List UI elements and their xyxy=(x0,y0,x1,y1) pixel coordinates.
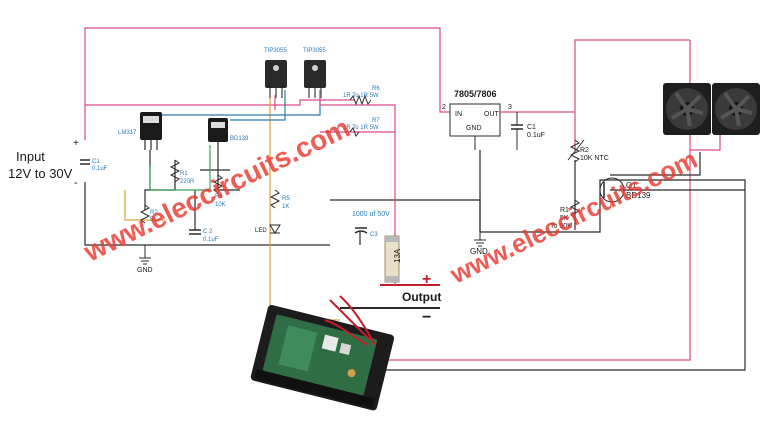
c2-label: C 2 xyxy=(203,229,213,235)
ntc-label: R2 xyxy=(580,147,589,154)
reg-c1-label: C1 xyxy=(527,124,536,131)
q1-label: Q1 xyxy=(626,181,637,190)
fan-right-icon xyxy=(712,83,760,135)
wire-ground xyxy=(84,182,330,246)
fuse-label: 13A xyxy=(393,248,402,263)
wire-tip-resistors xyxy=(274,95,396,285)
pot-value: 5K xyxy=(560,215,569,222)
input-title: Input xyxy=(16,149,45,164)
wire-to-meter-pink xyxy=(380,40,691,361)
wire-bd139 xyxy=(200,140,240,191)
pot-range: To 50K xyxy=(550,223,572,230)
pot-label: R1 xyxy=(560,207,569,214)
reg-pin-in: 2 xyxy=(442,104,446,111)
bd139-driver: BD139 R4 10K xyxy=(208,118,249,208)
output-stage: 1000 uf 50V C3 13A + Output − xyxy=(352,211,441,326)
reg-name: 7805/7806 xyxy=(454,89,497,99)
wire-top-rail xyxy=(85,99,355,106)
led-indicator: R5 1K LED xyxy=(255,189,290,234)
led-label: LED xyxy=(255,228,267,234)
input-plus: + xyxy=(73,138,79,149)
cooling-fans xyxy=(663,83,760,135)
wire-blue-a xyxy=(155,90,321,116)
meter-wires xyxy=(324,295,376,346)
output-cap-label: 1000 uf 50V xyxy=(352,211,390,218)
bd139-label: BD139 xyxy=(230,136,249,142)
wire-input-positive xyxy=(84,27,450,140)
reg-c1-value: 0.1uF xyxy=(527,132,545,139)
input-range: 12V to 30V xyxy=(8,166,73,181)
reg-gnd: GND xyxy=(466,125,482,132)
lm317-regulator: LM317 R1 220R R2 5K C 2 0.1uF GND xyxy=(118,112,219,274)
r4-label: R4 xyxy=(215,194,223,200)
watermark-2: www.eleccircuits.com xyxy=(445,144,702,290)
lm317-label: LM317 xyxy=(118,130,137,136)
gnd-right-label: GND xyxy=(470,247,488,256)
tip-right-label: TIP3055 xyxy=(303,48,326,54)
reg-pin-out: 3 xyxy=(508,104,512,111)
power-transistors: TIP3055 TIP3055 R6 1R To 1R 5W R7 1R To … xyxy=(264,48,380,138)
reg-out: OUT xyxy=(484,111,500,118)
ntc-value: 10K NTC xyxy=(580,155,609,162)
input-block: Input 12V to 30V + - C1 0.1uF xyxy=(8,138,108,189)
tip-left-label: TIP3055 xyxy=(264,48,287,54)
r6-value: 1R To 1R 5W xyxy=(343,93,379,99)
r5-label: R5 xyxy=(282,196,290,202)
c2-value: 0.1uF xyxy=(203,237,219,243)
wire-green xyxy=(149,145,211,191)
r4-value: 10K xyxy=(215,202,226,208)
wire-fan-positive xyxy=(500,39,690,113)
q1-name: BD139 xyxy=(626,191,651,200)
fan-left-icon xyxy=(663,83,711,135)
output-label: Output xyxy=(402,290,441,304)
wire-fan-pink xyxy=(690,130,721,151)
reg-in: IN xyxy=(455,111,462,118)
c1-value: 0.1uF xyxy=(92,166,108,172)
wire-fan-control xyxy=(574,152,745,230)
wire-cap-ground xyxy=(359,150,481,245)
input-minus: - xyxy=(74,177,78,189)
fan-regulator: 7805/7806 IN OUT GND 2 3 C1 0.1uF GND R2… xyxy=(442,89,651,256)
output-cap-ref: C3 xyxy=(370,232,378,238)
output-plus: + xyxy=(422,271,431,288)
r7-value: 1R To 1R 5W xyxy=(343,125,379,131)
r5-value: 1K xyxy=(282,204,289,210)
wire-orange-left xyxy=(124,190,165,221)
volt-amp-meter xyxy=(250,304,395,411)
r6-label: R6 xyxy=(372,86,380,92)
r2-label: R2 xyxy=(150,210,158,216)
r1-value: 220R xyxy=(180,179,195,185)
r1-label: R1 xyxy=(180,171,188,177)
c1-label: C1 xyxy=(92,159,100,165)
output-minus: − xyxy=(422,309,431,326)
r2-value: 5K xyxy=(150,217,157,223)
wire-blue-b xyxy=(230,90,286,121)
gnd-left-label: GND xyxy=(137,267,153,274)
r7-label: R7 xyxy=(372,118,380,124)
